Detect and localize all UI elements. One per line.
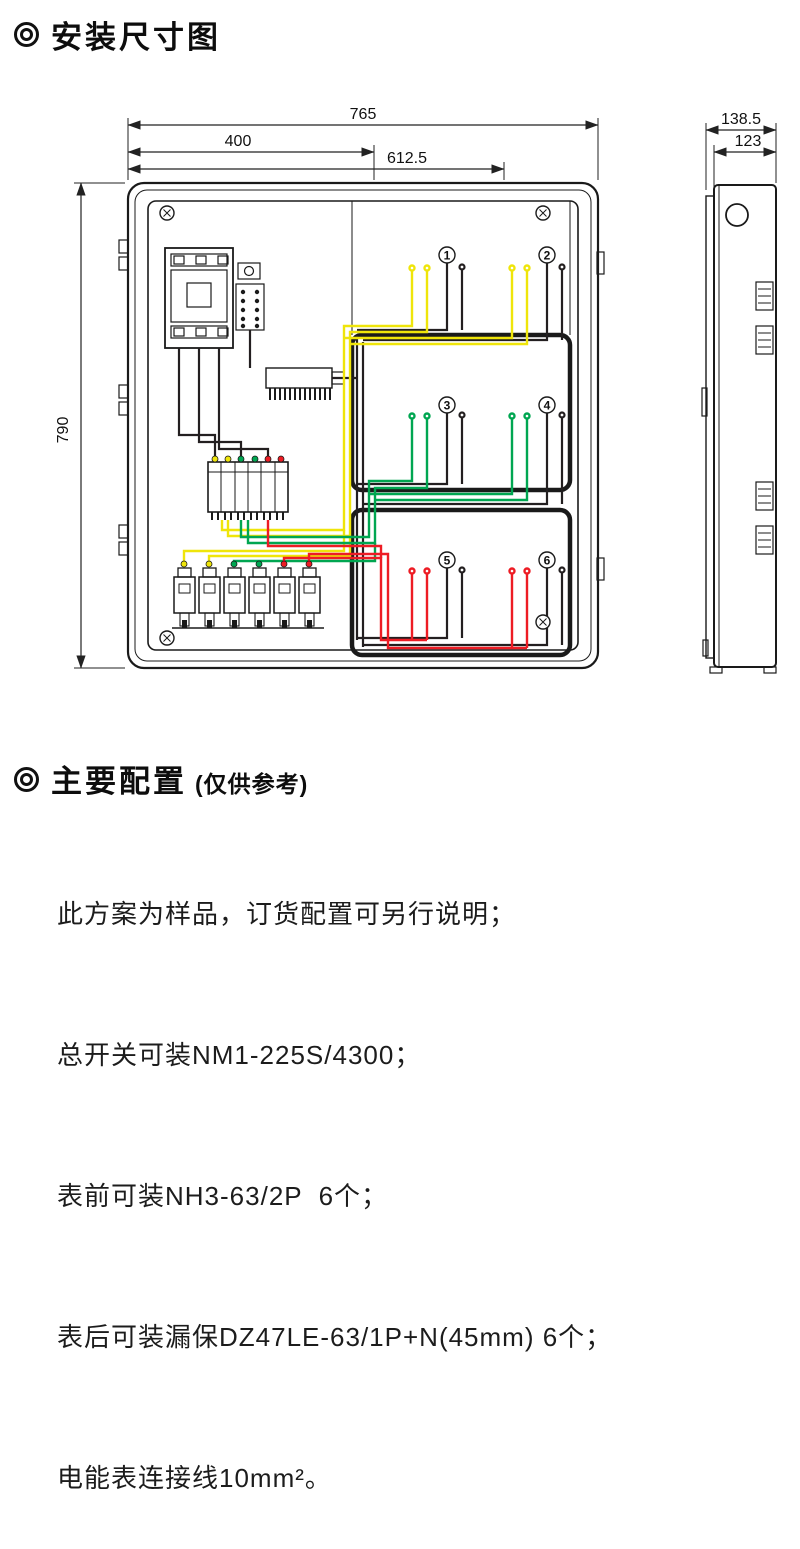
section-bullet-icon [14, 767, 39, 792]
install-section-title: 安装尺寸图 [51, 20, 221, 55]
partition-lines [351, 201, 571, 335]
terminal-dots [240, 289, 260, 329]
side-view-foot [763, 666, 777, 674]
neutral-wires [177, 263, 566, 647]
section-bullet-icon [14, 22, 39, 47]
output-breaker-row [172, 567, 324, 629]
dim-label-123: 123 [735, 133, 762, 150]
corner-screw [159, 630, 175, 646]
side-view-lock-tab [702, 639, 709, 657]
extension-line [74, 182, 125, 669]
hinge-bottom [118, 524, 129, 556]
dim-depth-total: 138.5 [705, 111, 777, 190]
config-line: 表前可装NH3-63/2P 6个； [57, 1181, 389, 1211]
side-view-handle [701, 387, 708, 417]
side-view [701, 184, 777, 674]
meter-tag-1: 1 [438, 246, 456, 264]
installation-dimension-diagram: 765 400 612.5 790 138.5 123 [55, 106, 777, 674]
meter-tag-4: 4 [538, 396, 556, 414]
neutral-terminal-strip [265, 367, 345, 400]
side-view-door-face [705, 195, 715, 659]
meter-tag-2: 2 [538, 246, 556, 264]
main-breaker [164, 247, 234, 349]
config-line: 表后可装漏保DZ47LE-63/1P+N(45mm) 6个； [57, 1322, 613, 1352]
meter-breaker-row [207, 461, 289, 520]
dim-label-765: 765 [350, 106, 377, 123]
config-section-title: 主要配置 [51, 764, 187, 799]
dim-depth-body: 123 [713, 133, 777, 190]
front-view [118, 181, 605, 670]
inner-panel [147, 200, 579, 651]
svg-text:1: 1 [444, 249, 451, 263]
svg-text:3: 3 [444, 399, 451, 413]
side-view-knockout-hole [725, 203, 749, 227]
svg-text:2: 2 [544, 249, 551, 263]
corner-screw [535, 614, 551, 630]
extension-line [127, 118, 599, 180]
dim-width-mid: 612.5 [127, 150, 505, 180]
cabinet-lid-line [134, 189, 592, 662]
config-section-header: 主要配置 (仅供参考) [14, 756, 308, 801]
svg-text:6: 6 [544, 554, 551, 568]
side-view-hinge-knuckles [755, 281, 774, 555]
meter-tag-3: 3 [438, 396, 456, 414]
corner-screw [159, 205, 175, 221]
dim-label-138-5: 138.5 [721, 111, 761, 128]
yellow-terminal-dots [180, 455, 232, 568]
corner-screws [159, 205, 551, 646]
page: { "sections": { "install": { "title": "安… [14, 12, 777, 1493]
green-terminal-dots [230, 455, 263, 568]
aux-terminal-block [235, 262, 265, 331]
config-section-subtitle: (仅供参考) [195, 771, 309, 797]
meter-tag-6: 6 [538, 551, 556, 569]
dim-label-400: 400 [225, 133, 252, 150]
dim-label-612-5: 612.5 [387, 150, 427, 167]
dim-height: 790 [55, 182, 125, 669]
latch-bottom [596, 557, 605, 581]
config-line: 此方案为样品，订货配置可另行说明； [57, 899, 517, 929]
cabinet-outline [126, 181, 600, 670]
config-line: 总开关可装NM1-225S/4300； [57, 1040, 422, 1070]
red-wires [266, 520, 531, 650]
svg-text:5: 5 [444, 554, 451, 568]
meter-compartment-frame-1 [349, 332, 573, 493]
side-view-body [713, 184, 777, 668]
config-line: 电能表连接线10mm²。 [57, 1463, 332, 1493]
dim-width-total: 765 [127, 106, 599, 180]
meter-number-tags: 1 2 3 4 5 6 [438, 246, 556, 569]
red-terminal-dots [264, 455, 313, 568]
install-section-header: 安装尺寸图 [14, 12, 221, 57]
meter-compartment-frame-2 [349, 507, 573, 658]
meter-tag-5: 5 [438, 551, 456, 569]
latch-top [596, 251, 605, 275]
yellow-wires [182, 264, 531, 564]
hinge-top [118, 239, 129, 271]
dim-width-left: 400 [127, 133, 375, 180]
side-view-foot [709, 666, 723, 674]
dim-label-790: 790 [55, 417, 72, 444]
hinge-middle [118, 384, 129, 416]
config-text-block: 此方案为样品，订货配置可另行说明； 总开关可装NM1-225S/4300； 表前… [57, 797, 612, 1549]
corner-screw [535, 205, 551, 221]
svg-text:4: 4 [544, 399, 551, 413]
